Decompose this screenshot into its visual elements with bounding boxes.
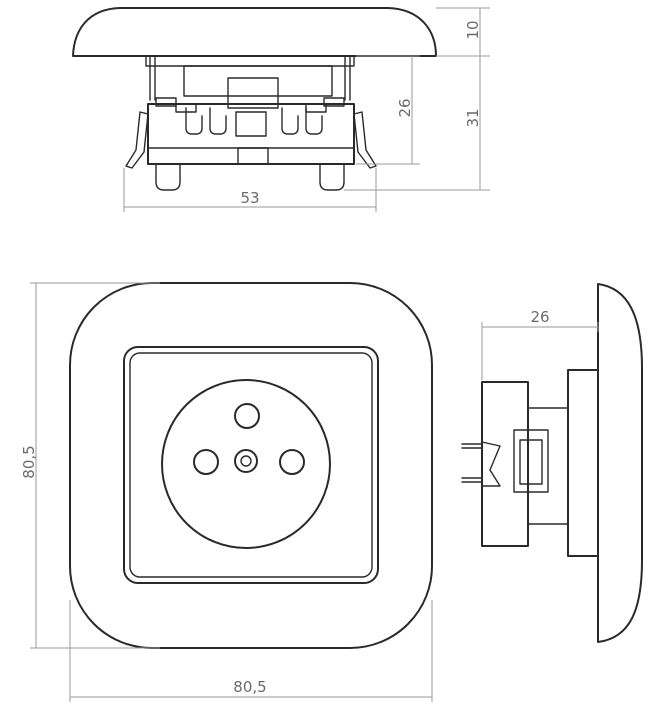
earth-pin-outer — [234, 449, 258, 473]
front-view-cover-plate — [69, 282, 433, 649]
front-view-outer-frame — [123, 346, 379, 584]
dim-top-total-depth: 31 — [464, 108, 482, 127]
top-view: 10 26 31 53 — [72, 7, 490, 212]
dim-top-body-depth: 26 — [396, 98, 414, 117]
dim-top-cover-height: 10 — [464, 20, 482, 39]
front-view: 80,5 80,5 — [20, 282, 433, 702]
front-view-inner-frame — [129, 352, 373, 578]
side-view-cover-plate — [597, 283, 643, 643]
dim-side-depth: 26 — [530, 308, 549, 326]
dim-top-width: 53 — [240, 189, 259, 207]
side-view-dimension-lines — [481, 322, 599, 380]
side-view-frame — [567, 369, 599, 557]
left-pin-hole — [193, 449, 219, 475]
socket-face — [161, 379, 331, 549]
side-view: 26 — [461, 283, 643, 643]
dim-front-height: 80,5 — [20, 445, 38, 478]
top-view-socket-body — [147, 103, 355, 165]
dim-front-width: 80,5 — [233, 678, 266, 696]
top-view-dimension-lines — [123, 7, 490, 212]
side-view-socket-body — [461, 381, 569, 547]
top-view-claws — [125, 97, 377, 191]
top-view-mounting-frame — [145, 55, 355, 109]
front-view-dimension-lines — [30, 282, 433, 702]
earth-pin-inner — [240, 455, 252, 467]
right-pin-hole — [279, 449, 305, 475]
top-view-cover-plate — [72, 7, 437, 57]
earth-pin-hole — [234, 403, 260, 429]
